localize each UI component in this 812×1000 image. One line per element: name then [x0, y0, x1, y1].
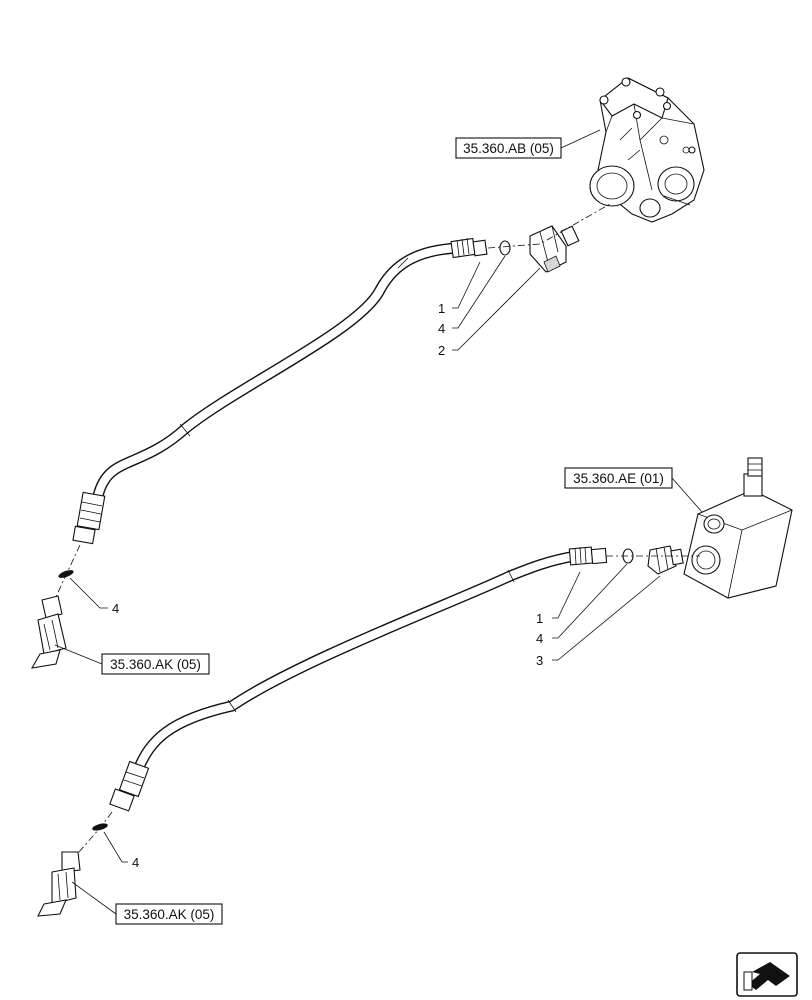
valve-block: [683, 457, 793, 599]
upper-hose-end-fitting: [450, 237, 488, 259]
valve-reference-label[interactable]: 35.360.AE (01): [564, 467, 703, 513]
lower-callout-4: 4: [536, 631, 543, 646]
lower-callouts: 1 4 3: [536, 563, 661, 668]
upper-callouts: 1 4 2: [438, 255, 541, 358]
lower-hose-end-fitting: [568, 546, 608, 566]
upper-connector-reference-text: 35.360.AK (05): [110, 657, 201, 672]
upper-connector-reference-label[interactable]: 35.360.AK (05): [101, 653, 210, 675]
upper-callout-2: 2: [438, 343, 445, 358]
pump-reference-text: 35.360.AB (05): [463, 141, 554, 156]
upper-seal-and-connector: 4: [30, 544, 119, 669]
lower-callout-3: 3: [536, 653, 543, 668]
upper-seal-callout: 4: [112, 601, 119, 616]
lower-seal-callout: 4: [132, 855, 139, 870]
upper-hose: [72, 237, 488, 545]
lower-seal-and-connector: 4: [37, 811, 139, 917]
lower-hose-lower-fitting: [109, 760, 150, 812]
lower-hose: [109, 546, 608, 812]
lower-adapter: [647, 545, 684, 575]
upper-o-ring: [499, 240, 511, 256]
upper-callout-1: 1: [438, 301, 445, 316]
upper-hose-lower-fitting: [72, 491, 106, 545]
upper-adapter: [529, 225, 580, 273]
pump-reference-label[interactable]: 35.360.AB (05): [455, 129, 601, 159]
lower-connector-reference-label[interactable]: 35.360.AK (05): [115, 903, 223, 925]
lower-callout-1: 1: [536, 611, 543, 626]
pump-assembly: [589, 77, 705, 223]
lower-connector-reference-text: 35.360.AK (05): [124, 907, 215, 922]
next-page-arrow-icon[interactable]: [736, 952, 798, 997]
upper-callout-4: 4: [438, 321, 445, 336]
valve-reference-text: 35.360.AE (01): [573, 471, 664, 486]
